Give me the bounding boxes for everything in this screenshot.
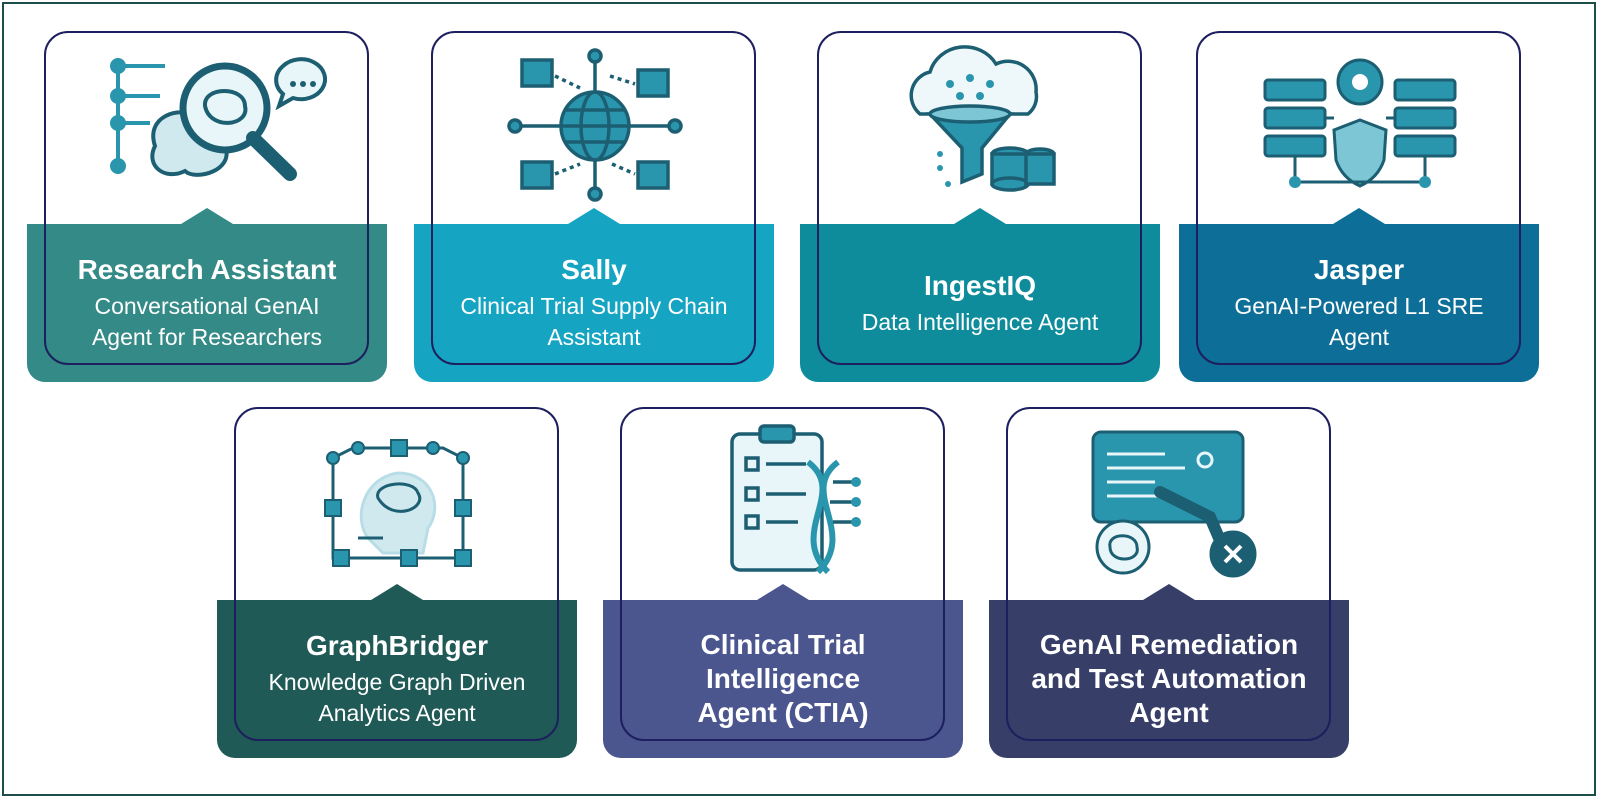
knowledge-graph-brain-icon (313, 428, 483, 578)
card-label-band: GraphBridger Knowledge Graph Driven Anal… (217, 584, 577, 758)
card-label-band: Research Assistant Conversational GenAI … (27, 208, 387, 382)
band-pointer (1333, 208, 1385, 224)
band-pointer (757, 584, 809, 600)
card-title: Research Assistant (77, 254, 337, 285)
card-title: IngestIQ (923, 269, 1036, 301)
card-title: GraphBridger (305, 630, 489, 661)
card-label-band: Clinical Trial Intelligence Agent (CTIA) (603, 584, 963, 758)
card-subtitle: Knowledge Graph Driven Analytics Agent (268, 669, 526, 726)
card-subtitle: Clinical Trial Supply Chain Assistant (460, 293, 728, 350)
band-pointer (181, 208, 233, 224)
card-label-band: GenAI Remediation and Test Automation Ag… (989, 584, 1349, 758)
band-pointer (954, 208, 1006, 224)
server-gear-shield-icon (1260, 50, 1460, 200)
clipboard-dna-icon (718, 422, 878, 582)
card-label-band: Sally Clinical Trial Supply Chain Assist… (414, 208, 774, 382)
card-label-band: IngestIQ Data Intelligence Agent (800, 208, 1160, 382)
card-subtitle: Conversational GenAI Agent for Researche… (91, 293, 323, 350)
supply-chain-globe-icon (500, 46, 690, 204)
card-title: Sally (561, 254, 627, 285)
card-title: Clinical Trial Intelligence Agent (CTIA) (697, 629, 869, 728)
research-brain-magnifier-icon (85, 46, 335, 204)
card-title: Jasper (1313, 254, 1405, 285)
card-label-band: Jasper GenAI-Powered L1 SRE Agent (1179, 208, 1539, 382)
card-subtitle: Data Intelligence Agent (861, 308, 1099, 335)
card-title: GenAI Remediation and Test Automation Ag… (1031, 629, 1307, 728)
band-pointer (371, 584, 423, 600)
code-wrench-brain-icon (1085, 422, 1270, 582)
cloud-funnel-database-icon (890, 44, 1060, 204)
band-pointer (568, 208, 620, 224)
band-pointer (1143, 584, 1195, 600)
card-subtitle: GenAI-Powered L1 SRE Agent (1234, 293, 1484, 350)
